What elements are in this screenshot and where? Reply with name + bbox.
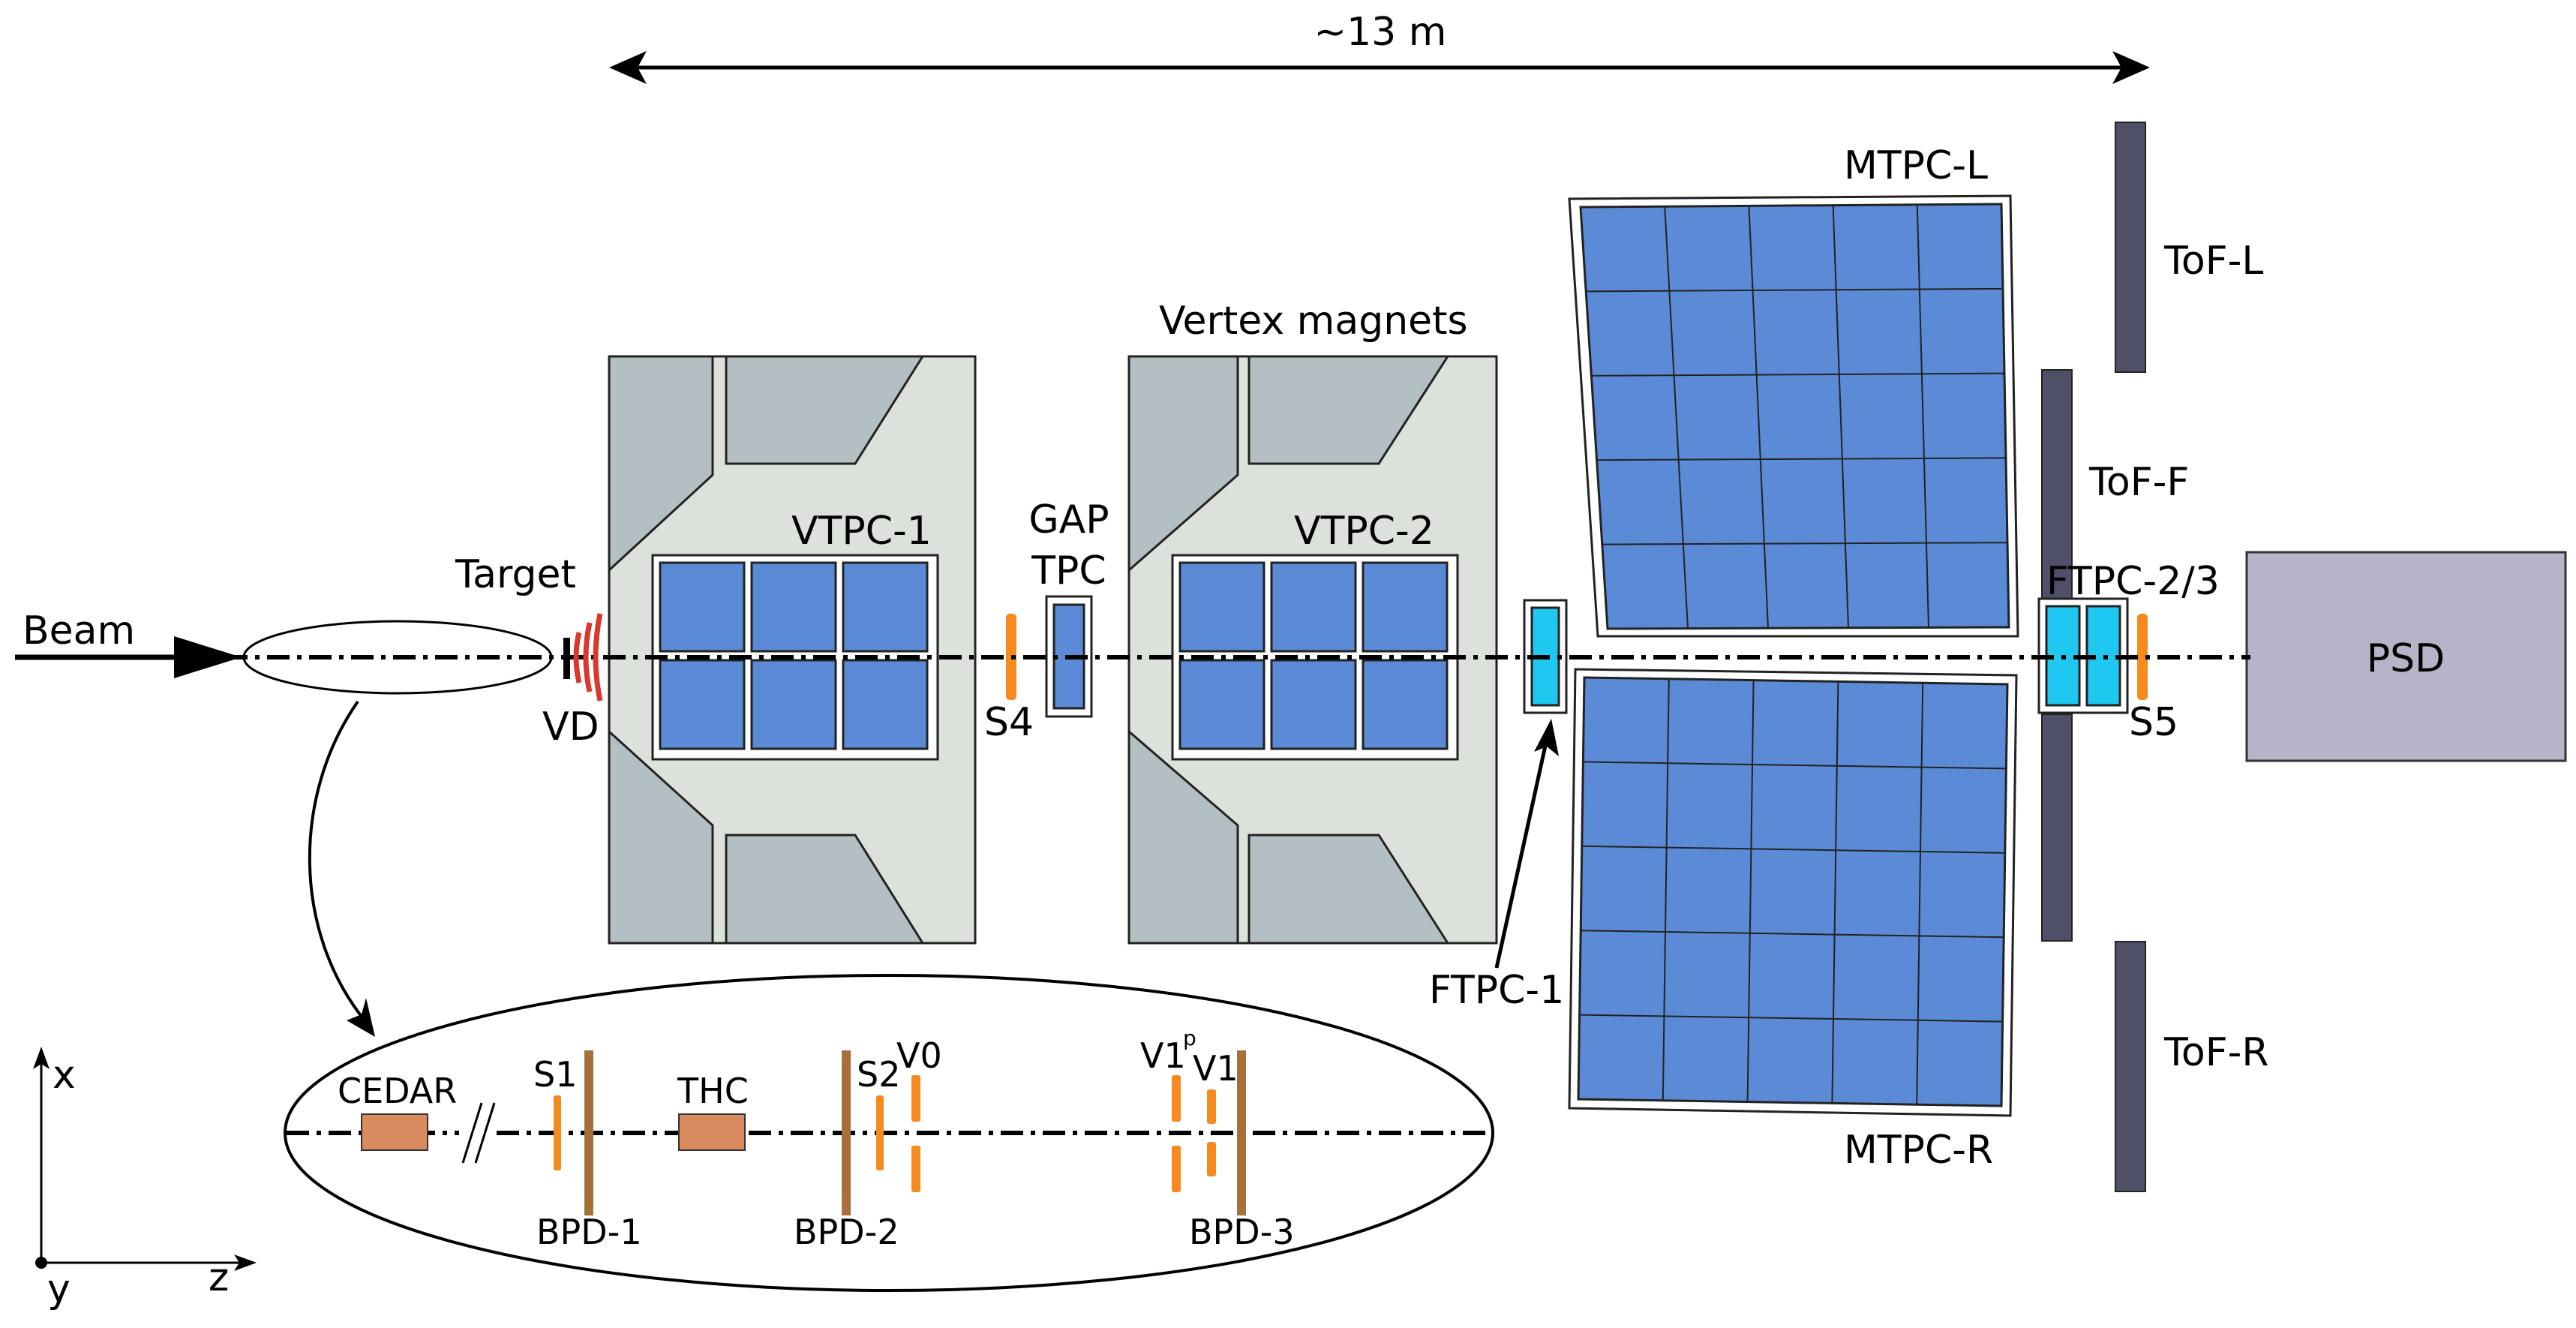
target — [563, 638, 570, 679]
tpc-pad-cell — [659, 659, 746, 750]
tof-r-label: ToF-R — [2163, 1030, 2269, 1075]
v0-label: V0 — [896, 1035, 942, 1076]
length-label: ~13 m — [1314, 10, 1447, 55]
inset-line-break-marker — [459, 1102, 497, 1164]
vtpc-1-label: VTPC-1 — [791, 509, 932, 554]
tof-r-wall — [2115, 941, 2146, 1192]
tof-f-wall-upper — [2041, 369, 2073, 601]
zoom-pointer-arrowhead — [347, 998, 375, 1037]
v1p-superscript: p — [1183, 1026, 1196, 1050]
tpc-pad-cell — [1362, 561, 1449, 653]
v0-counter-lower — [911, 1146, 920, 1192]
ftpc-1-pointer-arrow — [1494, 719, 1559, 969]
mtpc-grid-line — [1746, 680, 1755, 1102]
mtpc-l-label: MTPC-L — [1844, 143, 1988, 188]
mtpc-grid-line — [1662, 678, 1670, 1101]
tpc-pad-cell — [1270, 561, 1357, 653]
mtpc-grid-line — [1832, 205, 1849, 628]
tof-l-wall — [2115, 122, 2146, 373]
cedar-detector — [361, 1113, 428, 1151]
s5-label: S5 — [2129, 700, 2178, 745]
s1-counter — [554, 1095, 561, 1170]
bpd-2 — [842, 1050, 851, 1215]
v0-counter-upper — [911, 1075, 920, 1122]
vtpc-2-label: VTPC-2 — [1294, 509, 1434, 554]
axis-x-label: x — [53, 1053, 76, 1098]
vtpc-1-chamber — [651, 554, 939, 761]
mtpc-grid-line — [1586, 287, 2004, 293]
bpd-2-label: BPD-2 — [794, 1212, 899, 1252]
vd-label: VD — [542, 705, 599, 750]
tpc-pad-cell — [1362, 659, 1449, 750]
mtpc-grid-line — [1579, 1014, 2003, 1023]
tof-f-wall-lower — [2041, 714, 2073, 942]
mtpc-r-chamber — [1568, 668, 2018, 1117]
mtpc-grid-line — [1916, 204, 1929, 628]
ftpc-2-3-label: FTPC-2/3 — [2046, 559, 2220, 604]
mtpc-l-chamber — [1568, 194, 2019, 638]
coordinate-axes — [33, 1047, 257, 1271]
mtpc-grid-line — [1748, 206, 1769, 629]
v1-counter-lower — [1207, 1142, 1216, 1176]
tpc-pad-cell — [750, 561, 837, 653]
tpc-pad-cell — [1178, 561, 1265, 653]
mtpc-grid-line — [1583, 761, 2007, 770]
tpc-pad-cell — [842, 561, 929, 653]
mtpc-grid-line — [1916, 683, 1924, 1105]
bpd-3 — [1237, 1050, 1246, 1215]
gap-tpc-label-line1: GAP — [1028, 497, 1109, 542]
tof-f-label: ToF-F — [2088, 460, 2189, 505]
bpd-1-label: BPD-1 — [536, 1212, 642, 1252]
ftpc-1-label: FTPC-1 — [1429, 968, 1564, 1013]
tof-l-label: ToF-L — [2163, 239, 2263, 284]
v1p-counter-upper — [1172, 1075, 1181, 1122]
thc-label: THC — [677, 1071, 749, 1111]
s1-label: S1 — [533, 1054, 577, 1095]
s5-counter — [2137, 614, 2148, 700]
psd-box — [2245, 551, 2567, 762]
bpd-3-label: BPD-3 — [1189, 1212, 1295, 1252]
mtpc-grid-line — [1581, 845, 2005, 854]
axis-y-label: y — [47, 1266, 71, 1311]
axis-z-label: z — [209, 1255, 229, 1300]
bpd-1 — [584, 1050, 593, 1215]
mtpc-grid-line — [1831, 681, 1839, 1104]
beam-label: Beam — [23, 608, 135, 653]
vertex-magnets-label: Vertex magnets — [1159, 299, 1468, 344]
beam-arrow-icon — [15, 636, 242, 678]
cedar-label: CEDAR — [338, 1071, 457, 1111]
length-dimension-arrow — [609, 51, 2150, 84]
mtpc-grid-line — [1664, 206, 1689, 629]
v1-counter-upper — [1207, 1089, 1216, 1124]
mtpc-grid-line — [1581, 930, 2004, 939]
psd-label: PSD — [2367, 636, 2445, 681]
mtpc-grid-line — [1602, 542, 2008, 545]
vertex-detector — [573, 613, 603, 702]
tpc-pad-cell — [1178, 659, 1265, 750]
target-label: Target — [455, 552, 576, 597]
tpc-pad-cell — [842, 659, 929, 750]
thc-detector — [678, 1113, 746, 1151]
mtpc-r-label: MTPC-R — [1844, 1128, 1993, 1173]
s2-label: S2 — [857, 1054, 900, 1095]
zoom-pointer-arrow — [308, 700, 366, 1022]
tpc-pad-cell — [1270, 659, 1357, 750]
gap-tpc-label-line2: TPC — [1031, 548, 1106, 593]
s2-counter — [876, 1095, 884, 1170]
mtpc-grid-line — [1591, 372, 2005, 377]
v1-label: V1 — [1193, 1048, 1238, 1089]
tpc-pad-cell — [750, 659, 837, 750]
s4-label: S4 — [984, 700, 1034, 745]
tpc-pad-cell — [659, 561, 746, 653]
target-zoom-ellipse — [242, 620, 553, 695]
mtpc-grid-line — [1596, 457, 2007, 461]
v1p-counter-lower — [1172, 1146, 1181, 1192]
v1p-label: V1 — [1140, 1035, 1186, 1076]
